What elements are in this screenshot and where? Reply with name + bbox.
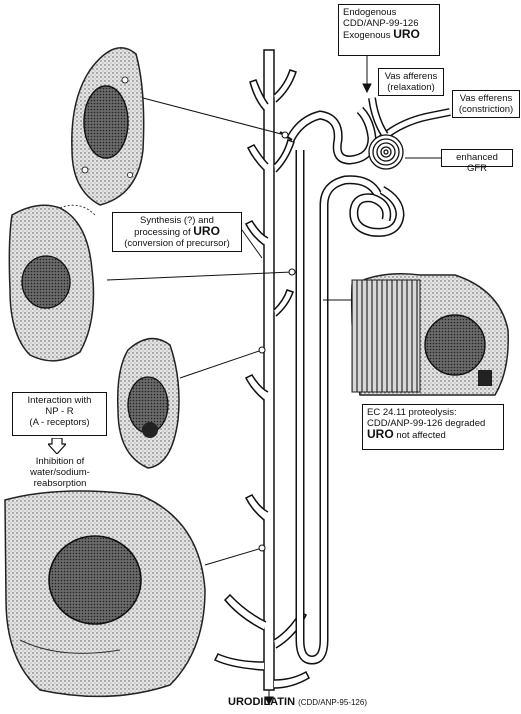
endogenous-cdd-text: CDD/ANP-99-126 xyxy=(343,18,435,29)
synthesis-line3: (conversion of precursor) xyxy=(117,238,237,249)
inhibition-line3: reabsorption xyxy=(14,478,106,489)
vas-efferens-text: Vas efferens xyxy=(457,93,515,104)
collecting-duct-cell-illustration xyxy=(118,339,179,468)
interaction-line2: NP - R xyxy=(17,406,102,417)
vas-efferens-label: Vas efferens (constriction) xyxy=(452,90,520,118)
collecting-duct xyxy=(215,50,309,690)
urodilatin-sub-text: (CDD/ANP-95-126) xyxy=(298,698,367,707)
urodilatin-title: URODILATIN (CDD/ANP-95-126) xyxy=(228,696,367,708)
exogenous-text: Exogenous xyxy=(343,30,391,41)
proteolysis-suffix: not affected xyxy=(396,430,445,441)
endogenous-text: Endogenous xyxy=(343,7,435,18)
brush-border-cell-illustration xyxy=(352,274,509,395)
synthesis-uro-text: URO xyxy=(193,224,220,238)
proteolysis-uro-text: URO xyxy=(367,427,394,441)
inhibition-text: Inhibition of water/sodium- reabsorption xyxy=(14,456,106,489)
proximal-cell-illustration xyxy=(72,48,144,205)
medullary-cell-illustration xyxy=(5,491,205,696)
inhibition-line2: water/sodium- xyxy=(14,467,106,478)
synthesis-label: Synthesis (?) and processing of URO (con… xyxy=(112,212,242,252)
interaction-line3: (A - receptors) xyxy=(17,417,102,428)
vas-afferens-label: Vas afferens (relaxation) xyxy=(378,68,444,96)
enhanced-gfr-label: enhanced GFR xyxy=(441,149,513,167)
distal-cell-illustration xyxy=(9,205,95,361)
glomerulus xyxy=(369,135,403,169)
interaction-line1: Interaction with xyxy=(17,395,102,406)
down-arrow-icon xyxy=(48,438,66,454)
vas-afferens-note: (relaxation) xyxy=(383,82,439,93)
vas-afferens-text: Vas afferens xyxy=(383,71,439,82)
interaction-label: Interaction with NP - R (A - receptors) xyxy=(12,392,107,436)
inhibition-line1: Inhibition of xyxy=(14,456,106,467)
vas-efferens-note: (constriction) xyxy=(457,104,515,115)
proteolysis-label: EC 24.11 proteolysis: CDD/ANP-99-126 deg… xyxy=(362,404,504,450)
synthesis-line2: processing of xyxy=(134,227,191,238)
urodilatin-text: URODILATIN xyxy=(228,696,295,708)
exogenous-uro-text: URO xyxy=(393,27,420,41)
endogenous-exogenous-label: Endogenous CDD/ANP-99-126 Exogenous URO xyxy=(338,4,440,56)
proteolysis-line1: EC 24.11 proteolysis: xyxy=(367,407,499,418)
